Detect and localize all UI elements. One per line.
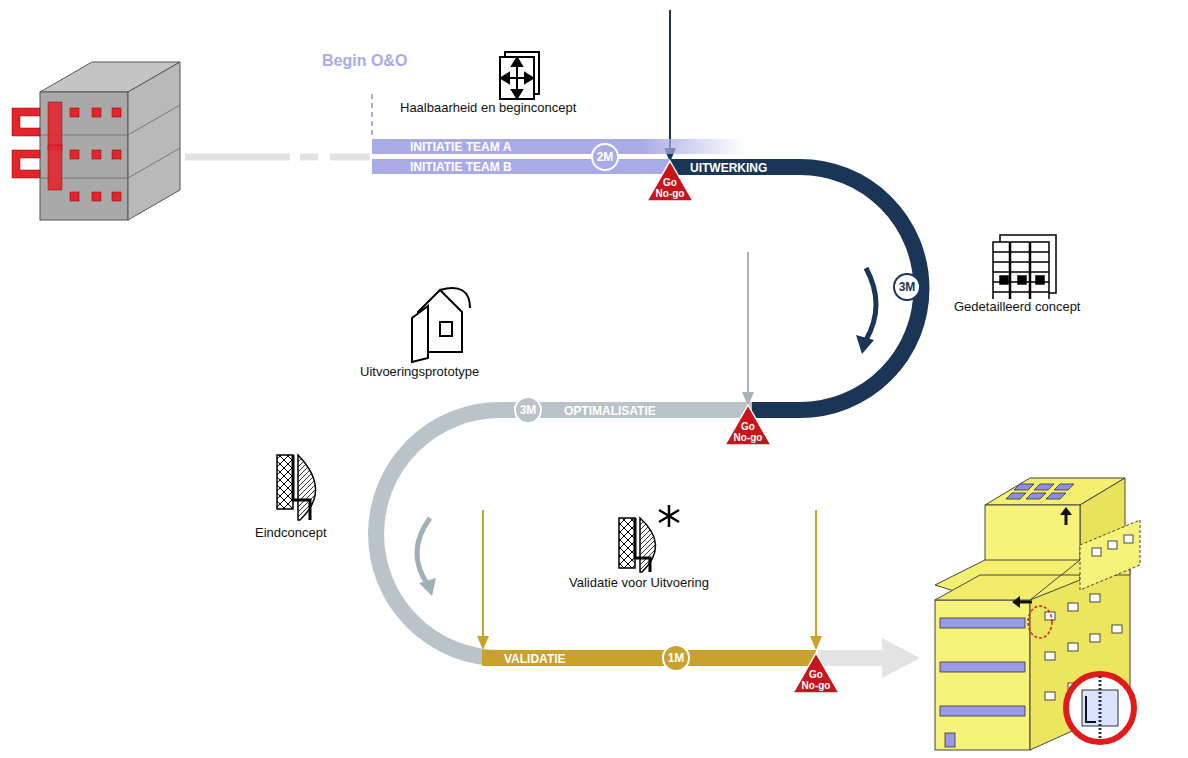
duration-circle: 2M bbox=[591, 143, 619, 171]
duration-circle: 3M bbox=[514, 396, 542, 424]
final-concept-icon bbox=[277, 455, 316, 520]
node-text: INITIATIE TEAM B bbox=[410, 161, 512, 173]
node-text: OPTIMALISATIE bbox=[564, 405, 656, 417]
team-band: INITIATIE TEAM A bbox=[372, 139, 745, 154]
direction-arrow bbox=[856, 268, 876, 354]
output-arrow bbox=[818, 638, 920, 678]
prototype-icon bbox=[412, 288, 470, 362]
node-text: Go No-go bbox=[655, 178, 685, 199]
decision-gate: Go No-go bbox=[792, 652, 840, 694]
duration-circle: 3M bbox=[893, 273, 921, 301]
phase-caption: Eindconcept bbox=[253, 525, 329, 540]
decision-gate: Go No-go bbox=[646, 160, 694, 202]
node-text: Go No-go bbox=[801, 670, 831, 691]
start-label: Begin O&O bbox=[320, 52, 409, 70]
validation-icon bbox=[619, 505, 679, 572]
input-arrow bbox=[742, 252, 754, 406]
start-marker bbox=[371, 94, 373, 139]
node-text: 3M bbox=[899, 281, 916, 293]
existing-building bbox=[12, 62, 180, 220]
validation-band bbox=[482, 650, 816, 666]
feasibility-icon bbox=[500, 52, 539, 99]
duration-circle: 1M bbox=[662, 644, 690, 672]
phase-band: VALIDATIE bbox=[484, 651, 594, 666]
node-text: VALIDATIE bbox=[504, 653, 566, 665]
direction-arrow bbox=[417, 518, 436, 596]
node-text: INITIATIE TEAM A bbox=[410, 141, 511, 153]
detailed-concept-icon bbox=[993, 235, 1056, 300]
phase-caption: Haalbaarheid en beginconcept bbox=[398, 100, 578, 115]
node-text: UITWERKING bbox=[690, 162, 767, 174]
renovated-building bbox=[935, 478, 1140, 750]
node-text: 3M bbox=[520, 404, 537, 416]
node-text: 2M bbox=[597, 151, 614, 163]
optimisation-band bbox=[376, 410, 752, 658]
team-band: INITIATIE TEAM B bbox=[372, 159, 670, 174]
phase-caption: Validatie voor Uitvoering bbox=[567, 575, 711, 590]
node-text: 1M bbox=[668, 652, 685, 664]
node-text: Go No-go bbox=[733, 422, 763, 443]
phase-band: OPTIMALISATIE bbox=[560, 403, 690, 418]
phase-band: UITWERKING bbox=[682, 160, 800, 175]
phase-caption: Uitvoeringsprototype bbox=[358, 364, 481, 379]
lead-in-line bbox=[185, 157, 370, 158]
decision-gate: Go No-go bbox=[724, 404, 772, 446]
phase-caption: Gedetailleerd concept bbox=[952, 299, 1082, 314]
elaboration-band bbox=[668, 167, 921, 410]
input-arrow bbox=[477, 510, 822, 650]
